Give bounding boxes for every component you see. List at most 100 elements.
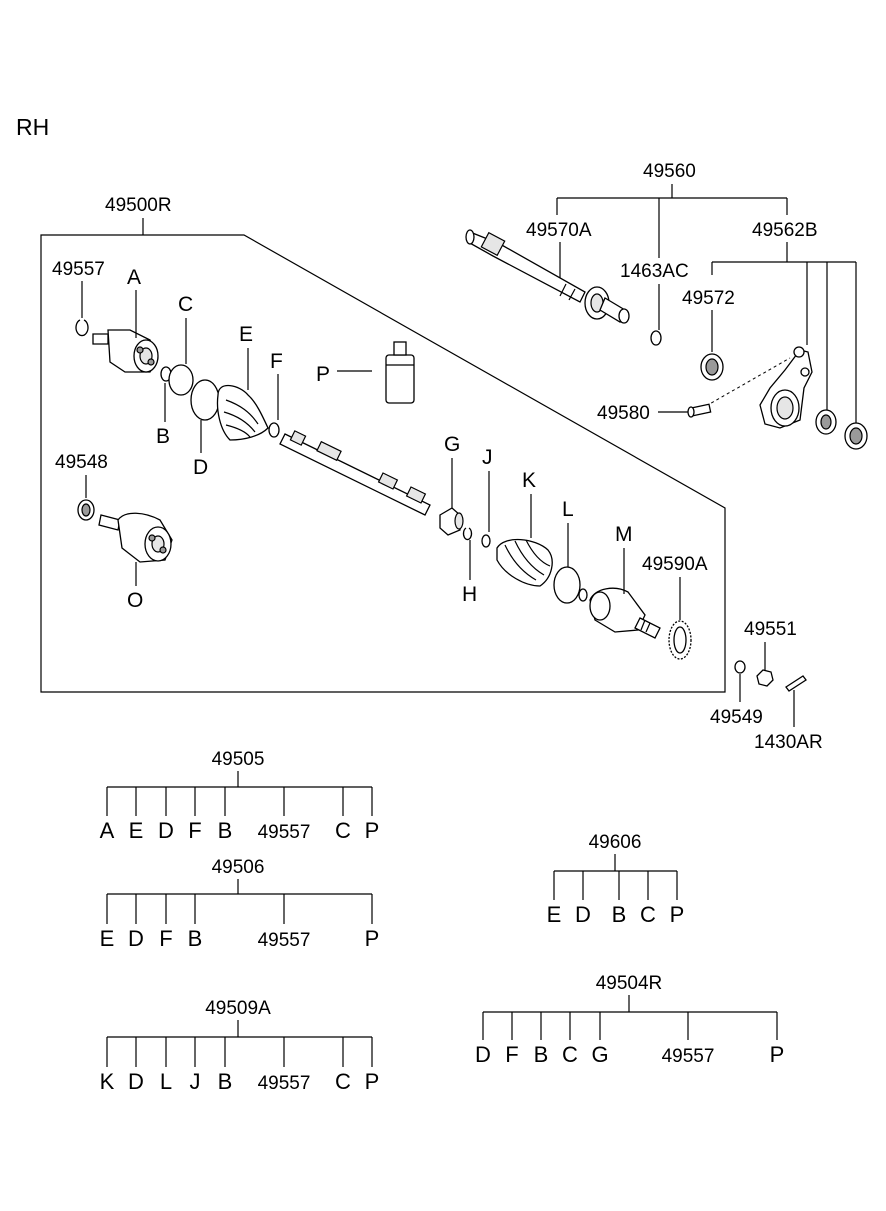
kit-item[interactable]: P bbox=[365, 926, 380, 951]
boot-k bbox=[496, 538, 553, 587]
inner-cv-joint-m bbox=[589, 587, 661, 639]
kit-item[interactable]: D bbox=[128, 1069, 144, 1094]
kit-item[interactable]: P bbox=[365, 818, 380, 843]
kit-title[interactable]: 49504R bbox=[596, 973, 663, 994]
callout-49500r[interactable]: 49500R bbox=[105, 195, 172, 216]
hub-shaft-illustration bbox=[465, 229, 630, 324]
kit-item[interactable]: B bbox=[534, 1042, 549, 1067]
callout-49560[interactable]: 49560 bbox=[643, 161, 696, 182]
kit-item[interactable]: D bbox=[128, 926, 144, 951]
kit-item[interactable]: B bbox=[188, 926, 203, 951]
callout-g[interactable]: G bbox=[444, 433, 460, 456]
kit-item[interactable]: P bbox=[770, 1042, 785, 1067]
kit-item[interactable]: 49557 bbox=[662, 1046, 715, 1067]
support-bracket-illustration bbox=[705, 346, 813, 429]
boot-e bbox=[216, 384, 269, 441]
kit-item[interactable]: E bbox=[129, 818, 144, 843]
callout-b[interactable]: B bbox=[156, 425, 170, 448]
kit-item[interactable]: F bbox=[505, 1042, 518, 1067]
kit-item[interactable]: E bbox=[547, 902, 562, 927]
callout-c[interactable]: C bbox=[178, 293, 193, 316]
nut-49551 bbox=[756, 669, 774, 687]
callout-49572[interactable]: 49572 bbox=[682, 288, 735, 309]
callout-h[interactable]: H bbox=[462, 583, 477, 606]
kit-item[interactable]: L bbox=[160, 1069, 172, 1094]
kit-item[interactable]: J bbox=[190, 1069, 201, 1094]
callout-f[interactable]: F bbox=[270, 350, 283, 373]
kit-item[interactable]: F bbox=[159, 926, 172, 951]
callout-49580[interactable]: 49580 bbox=[597, 403, 650, 424]
callout-49548[interactable]: 49548 bbox=[55, 452, 108, 473]
callout-j[interactable]: J bbox=[482, 446, 493, 469]
kit-item[interactable]: 49557 bbox=[258, 930, 311, 951]
tone-ring-49590a bbox=[668, 620, 692, 660]
ring-j bbox=[481, 534, 491, 548]
kit-item[interactable]: C bbox=[640, 902, 656, 927]
callout-d[interactable]: D bbox=[193, 456, 208, 479]
grease-tube-p bbox=[385, 341, 415, 404]
kit-item[interactable]: F bbox=[188, 818, 201, 843]
kit-item[interactable]: D bbox=[575, 902, 591, 927]
kit-item[interactable]: D bbox=[475, 1042, 491, 1067]
kit-item[interactable]: P bbox=[670, 902, 685, 927]
band-d bbox=[190, 379, 220, 421]
seal-large bbox=[844, 422, 868, 450]
kit-item[interactable]: D bbox=[158, 818, 174, 843]
callout-o[interactable]: O bbox=[127, 589, 143, 612]
callout-1430ar[interactable]: 1430AR bbox=[754, 732, 823, 753]
kit-item[interactable]: A bbox=[100, 818, 115, 843]
band-f bbox=[268, 422, 280, 438]
bearing-49572 bbox=[700, 353, 724, 381]
kit-item[interactable]: G bbox=[591, 1042, 608, 1067]
callout-49557[interactable]: 49557 bbox=[52, 259, 105, 280]
kit-title[interactable]: 49505 bbox=[212, 749, 265, 770]
kit-item[interactable]: B bbox=[612, 902, 627, 927]
callout-a[interactable]: A bbox=[127, 266, 141, 289]
kit-item[interactable]: 49557 bbox=[258, 1073, 311, 1094]
callout-49570a[interactable]: 49570A bbox=[526, 220, 592, 241]
kit-item[interactable]: C bbox=[562, 1042, 578, 1067]
callout-m[interactable]: M bbox=[615, 523, 633, 546]
kit-item[interactable]: C bbox=[335, 1069, 351, 1094]
ring-small bbox=[578, 588, 588, 602]
circlip-h bbox=[462, 527, 473, 541]
bolt-49580 bbox=[687, 403, 712, 418]
kit-title[interactable]: 49509A bbox=[205, 998, 271, 1019]
side-label: RH bbox=[16, 114, 49, 140]
callout-49562b[interactable]: 49562B bbox=[752, 220, 818, 241]
kit-title[interactable]: 49606 bbox=[589, 832, 642, 853]
callout-l[interactable]: L bbox=[562, 498, 574, 521]
outer-cv-joint-o bbox=[98, 512, 173, 563]
callout-p[interactable]: P bbox=[316, 363, 330, 386]
kit-item[interactable]: E bbox=[100, 926, 115, 951]
callout-e[interactable]: E bbox=[239, 323, 253, 346]
seal-49548 bbox=[77, 499, 95, 521]
damper-g bbox=[439, 507, 464, 536]
kit-item[interactable]: C bbox=[335, 818, 351, 843]
kit-item[interactable]: K bbox=[100, 1069, 115, 1094]
callout-49551[interactable]: 49551 bbox=[744, 619, 797, 640]
hub-assembly-group: 49560 49570A 1463AC 49562B 49572 49580 bbox=[526, 161, 857, 425]
callout-1463ac[interactable]: 1463AC bbox=[620, 261, 689, 282]
kit-item[interactable]: B bbox=[218, 818, 233, 843]
washer-49549 bbox=[734, 660, 746, 674]
kit-item[interactable]: B bbox=[218, 1069, 233, 1094]
kit-title[interactable]: 49506 bbox=[212, 857, 265, 878]
callout-k[interactable]: K bbox=[522, 469, 536, 492]
bearing-small bbox=[815, 409, 837, 435]
kit-item[interactable]: P bbox=[365, 1069, 380, 1094]
pin-1430ar bbox=[785, 675, 807, 692]
kit-item[interactable]: 49557 bbox=[258, 822, 311, 843]
outer-cv-joint-a bbox=[92, 329, 159, 373]
clamp-l bbox=[553, 566, 581, 604]
circlip-49557 bbox=[75, 319, 89, 337]
callout-49590a[interactable]: 49590A bbox=[642, 554, 708, 575]
callout-49549[interactable]: 49549 bbox=[710, 707, 763, 728]
